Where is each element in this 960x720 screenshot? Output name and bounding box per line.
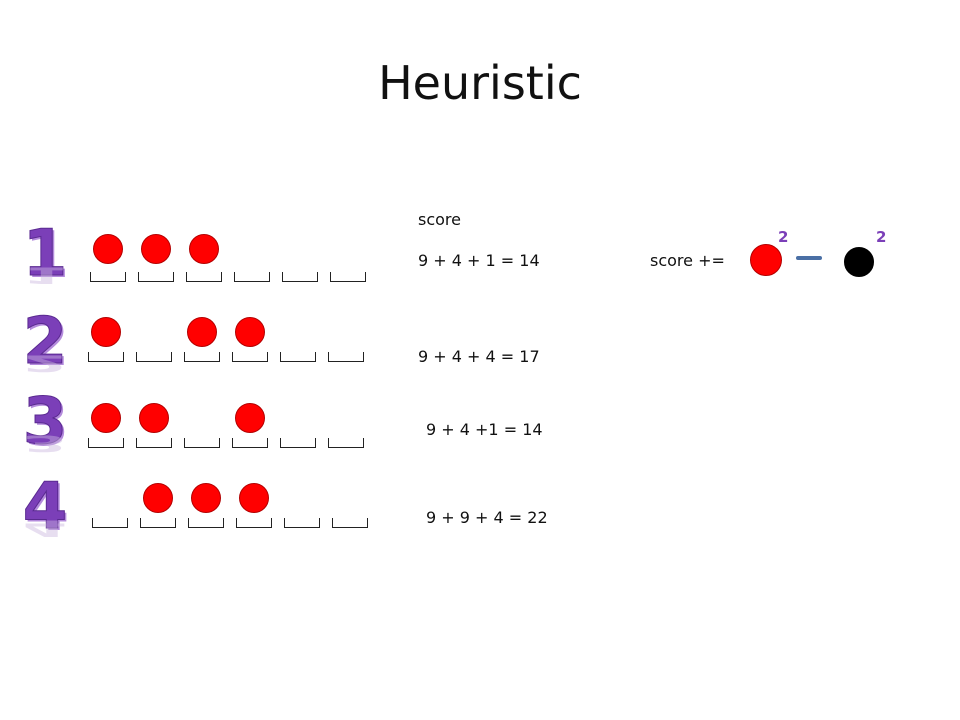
red-piece <box>91 403 121 433</box>
board-slot <box>330 272 366 282</box>
row-number-4-text: 4 <box>22 470 68 544</box>
red-exponent: 2 <box>778 228 789 246</box>
red-piece <box>235 317 265 347</box>
row-number-2: 2 2 <box>22 310 68 376</box>
board-slot <box>328 438 364 448</box>
red-piece <box>139 403 169 433</box>
equation-row-4: 9 + 9 + 4 = 22 <box>426 508 548 527</box>
board-slot <box>280 438 316 448</box>
black-piece-icon <box>844 247 874 277</box>
red-piece <box>189 234 219 264</box>
board-slot <box>140 518 176 528</box>
row-number-1-text: 1 <box>22 217 68 291</box>
equation-row-1: 9 + 4 + 1 = 14 <box>418 251 540 270</box>
red-piece <box>187 317 217 347</box>
black-exponent: 2 <box>876 228 887 246</box>
board-slot <box>136 438 172 448</box>
board-slot <box>88 352 124 362</box>
row-number-1-reflection: 1 <box>22 261 68 288</box>
board-slot <box>328 352 364 362</box>
red-piece <box>239 483 269 513</box>
score-formula-label: score += <box>650 251 725 270</box>
equation-row-2: 9 + 4 + 4 = 17 <box>418 347 540 366</box>
board-slot <box>236 518 272 528</box>
red-piece <box>143 483 173 513</box>
board-slot <box>282 272 318 282</box>
minus-icon <box>796 256 822 260</box>
red-piece <box>141 234 171 264</box>
board-slot <box>186 272 222 282</box>
board-slot <box>284 518 320 528</box>
board-slot <box>234 272 270 282</box>
red-piece <box>191 483 221 513</box>
red-piece-icon <box>750 244 782 276</box>
red-piece <box>93 234 123 264</box>
row-number-1: 1 1 <box>22 222 68 288</box>
board-slot <box>92 518 128 528</box>
score-label: score <box>418 210 461 229</box>
board-slot <box>188 518 224 528</box>
board-slot <box>232 352 268 362</box>
red-piece <box>235 403 265 433</box>
board-slot <box>332 518 368 528</box>
equation-row-3: 9 + 4 +1 = 14 <box>426 420 543 439</box>
row-number-3-text: 3 <box>22 385 68 459</box>
row-number-2-text: 2 <box>22 305 68 379</box>
page-title: Heuristic <box>378 56 582 110</box>
row-number-4: 4 4 <box>22 475 68 541</box>
board-slot <box>280 352 316 362</box>
board-slot <box>232 438 268 448</box>
board-slot <box>184 438 220 448</box>
board-slot <box>88 438 124 448</box>
board-slot <box>90 272 126 282</box>
board-slot <box>184 352 220 362</box>
row-number-4-reflection: 4 <box>22 514 68 541</box>
board-slot <box>138 272 174 282</box>
board-slot <box>136 352 172 362</box>
row-number-3-reflection: 3 <box>22 429 68 456</box>
row-number-3: 3 3 <box>22 390 68 456</box>
row-number-2-reflection: 2 <box>22 349 68 376</box>
red-piece <box>91 317 121 347</box>
